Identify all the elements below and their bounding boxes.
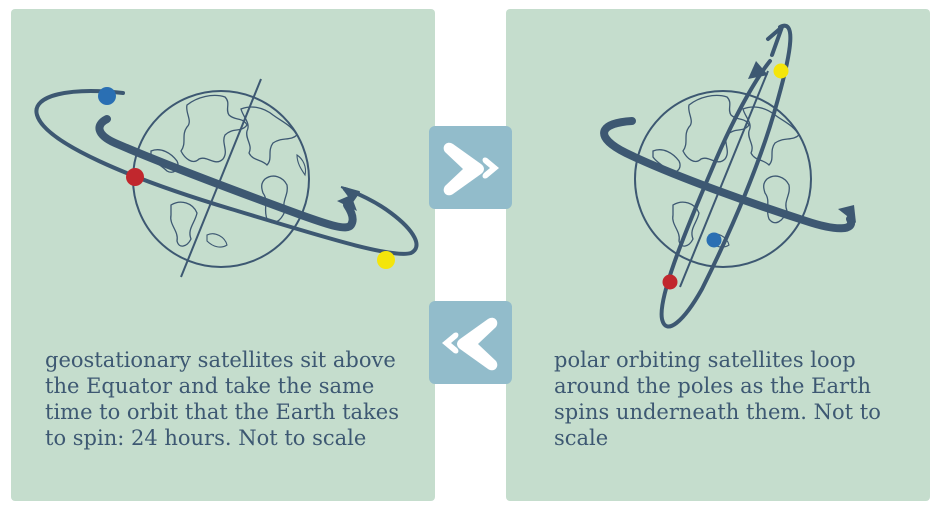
equator-band-arrow <box>838 205 856 223</box>
chevron-right-icon <box>443 142 499 196</box>
polar-orbit-arrow <box>766 25 784 57</box>
polar-orbit <box>659 23 793 329</box>
next-button[interactable] <box>429 126 512 209</box>
geostationary-orbit <box>34 89 419 256</box>
polar-orbit-panel: polar orbiting satellites loop around th… <box>506 9 930 501</box>
polar-orbit-arrow-head <box>748 61 768 79</box>
satellite-yellow-icon <box>377 251 395 269</box>
polar-orbit-caption: polar orbiting satellites loop around th… <box>554 348 881 450</box>
equator-band <box>95 115 357 232</box>
geostationary-caption: geostationary satellites sit above the E… <box>45 348 399 450</box>
satellite-red-icon <box>662 274 678 290</box>
chevron-left-icon <box>442 317 498 371</box>
earth-axis <box>679 70 769 288</box>
geostationary-panel: geostationary satellites sit above the E… <box>11 9 435 501</box>
geostationary-illustration <box>11 9 435 501</box>
polar-orbit-illustration <box>506 9 930 501</box>
satellite-red-icon <box>126 168 144 186</box>
equator-band-arrow <box>337 195 357 211</box>
previous-button[interactable] <box>429 301 512 384</box>
equator-band <box>600 117 855 233</box>
satellite-yellow-icon <box>773 63 789 79</box>
satellite-blue-icon <box>98 87 116 105</box>
satellite-blue-icon <box>706 232 722 248</box>
earth-axis <box>180 78 262 278</box>
geostationary-orbit-arrow <box>340 186 360 203</box>
earth-globe <box>634 90 812 268</box>
